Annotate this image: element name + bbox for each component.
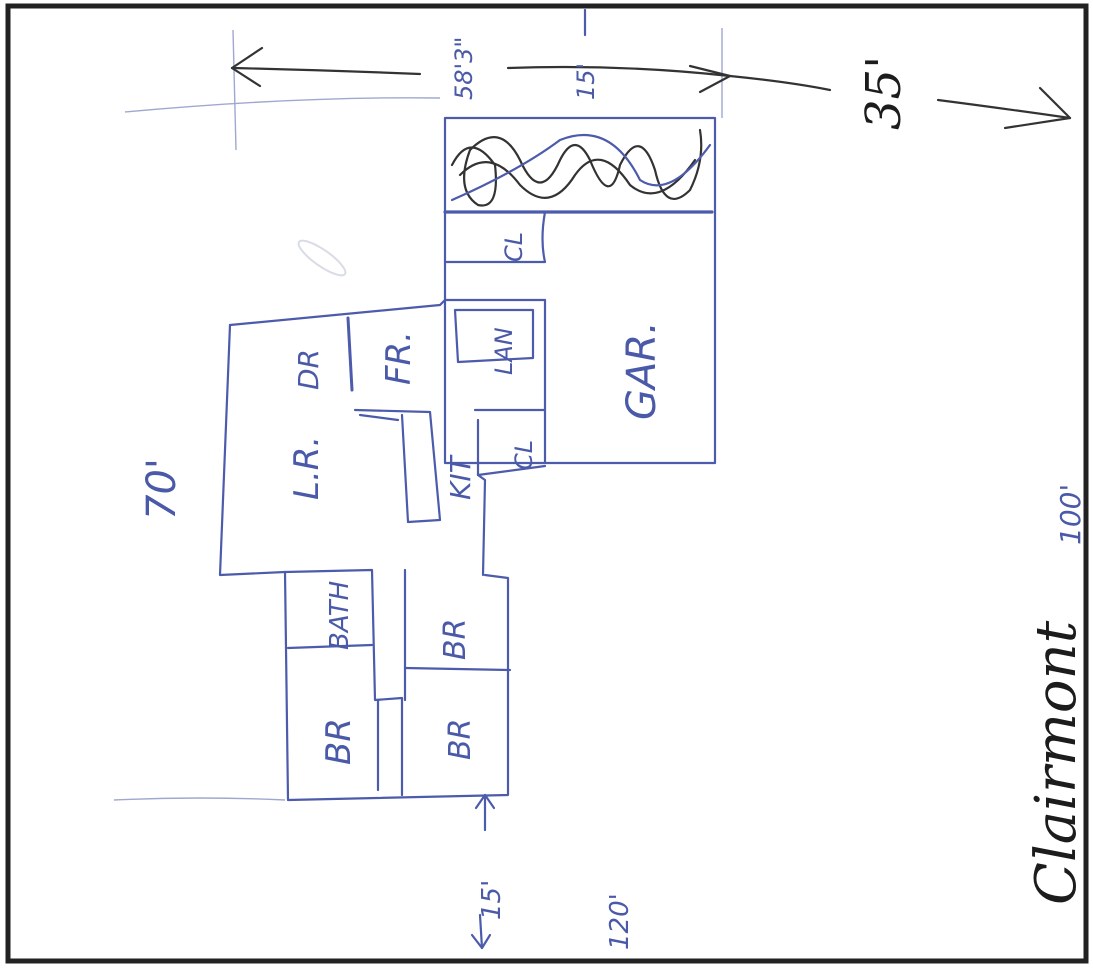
room-label-br-right: BR [443, 719, 478, 760]
dim-setback-black: 35' [856, 56, 912, 130]
smudge-mark [297, 239, 347, 277]
room-label-laundry: LAN [490, 327, 518, 375]
room-label-dr: DR [292, 349, 325, 390]
dim-lot-front: 120' [605, 893, 635, 950]
dim-setback-bottom: 15' [477, 880, 507, 920]
dim-lot-side-top: 70' [139, 458, 185, 520]
room-labels: L.R. DR FR. KIT GAR. LAN CL CL BATH BR B… [287, 232, 665, 765]
room-label-lr: L.R. [287, 436, 327, 500]
dim-lot-side-right: 100' [1054, 484, 1087, 545]
room-label-br-left: BR [319, 718, 359, 765]
street-name: Clairmont [1024, 620, 1089, 905]
setback-arrows [470, 8, 587, 950]
page-border [5, 3, 1089, 964]
dim-58: 58'3" [450, 37, 478, 100]
dim-setback-top: 15' [572, 63, 600, 100]
room-label-closet-top: CL [500, 232, 528, 262]
room-label-br-mid: BR [438, 619, 473, 660]
house-outline [218, 116, 717, 802]
top-dimension-arrows [230, 46, 1072, 130]
room-label-bath: BATH [325, 581, 355, 650]
room-label-gar: GAR. [619, 321, 665, 420]
room-label-kit: KIT [444, 454, 477, 500]
dimension-labels: 70' 100' 120' 15' 15' 58'3" 35' [139, 37, 1087, 950]
guide-lines [113, 28, 723, 801]
room-label-closet-kit: CL [510, 440, 538, 470]
scribble-fill [450, 128, 712, 207]
room-label-fr: FR. [379, 331, 419, 385]
